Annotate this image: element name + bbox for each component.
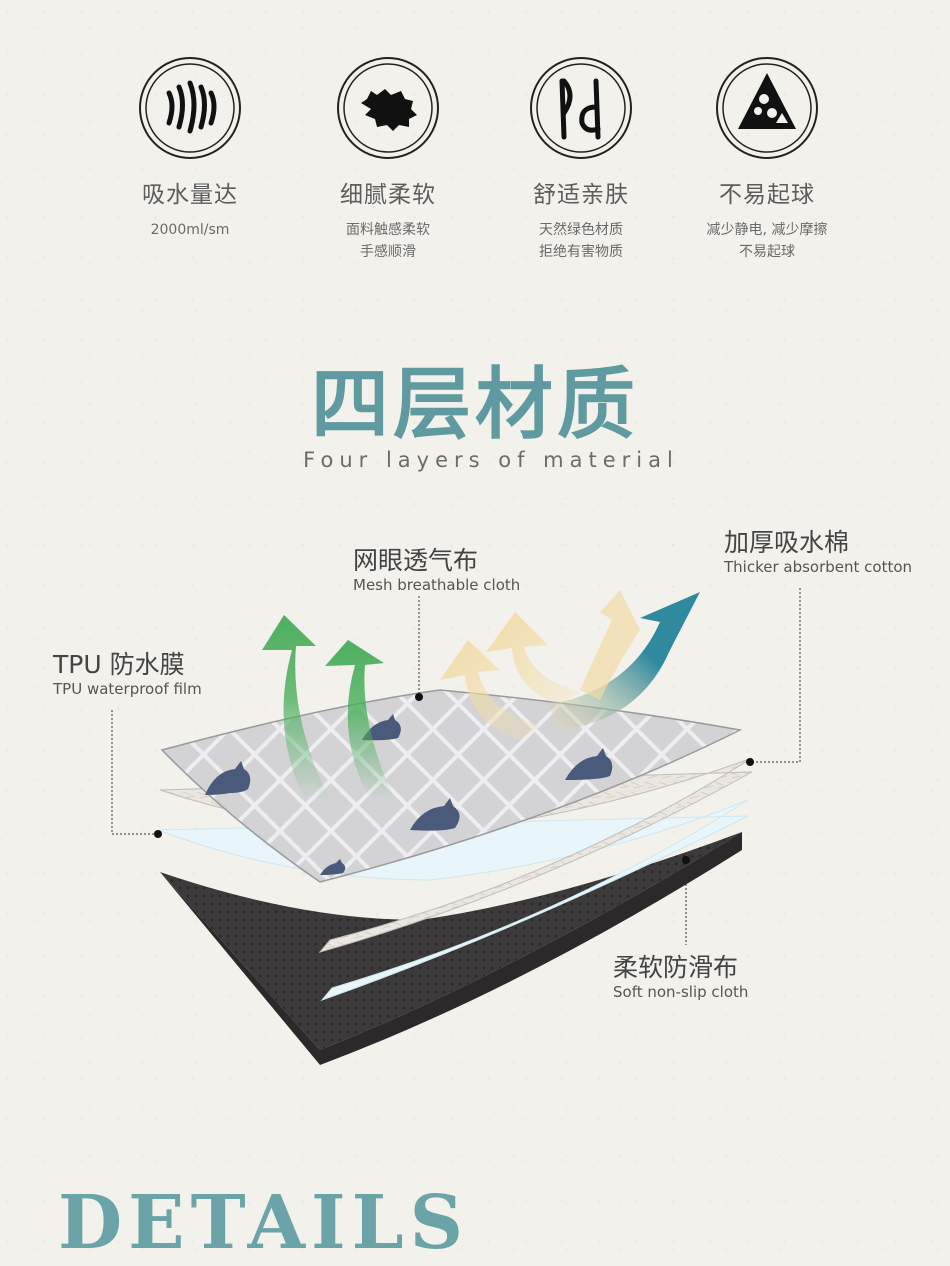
leader-tpu [111, 710, 158, 835]
green-arrow-left [262, 615, 330, 800]
dot-mesh [415, 693, 423, 701]
label-mesh: 网眼透气布 Mesh breathable cloth [353, 546, 520, 594]
fur-icon [335, 55, 441, 161]
feature-title: 不易起球 [719, 182, 815, 208]
dot-nonslip [682, 856, 690, 864]
feature-desc: 2000ml/sm [95, 219, 285, 241]
label-tpu: TPU 防水膜 TPU waterproof film [53, 650, 202, 698]
feature-desc-line: 天然绿色材质 [539, 222, 623, 238]
label-nonslip: 柔软防滑布 Soft non-slip cloth [613, 953, 748, 1001]
label-mesh-zh: 网眼透气布 [353, 546, 479, 575]
triangle-pill-icon [714, 55, 820, 161]
leader-cotton [750, 588, 801, 763]
section-subtitle: Four layers of material [303, 448, 679, 472]
feature-desc-line: 手感顺滑 [360, 244, 416, 260]
dot-cotton [746, 758, 754, 766]
feature-desc: 减少静电, 减少摩擦 不易起球 [672, 219, 862, 263]
feature-row: 吸水量达 2000ml/sm 细腻柔软 面料触感柔软 手感顺滑 [0, 55, 950, 275]
label-tpu-en: TPU waterproof film [53, 680, 202, 698]
feature-skin-friendly: 舒适亲肤 天然绿色材质 拒绝有害物质 [486, 55, 676, 263]
details-title: DETAILS [58, 1180, 470, 1266]
wave-lines-icon [137, 55, 243, 161]
dot-tpu [154, 830, 162, 838]
section-title: 四层材质 [310, 360, 639, 450]
mesh-layer [160, 689, 743, 883]
label-nonslip-en: Soft non-slip cloth [613, 983, 749, 1001]
feature-softness: 细腻柔软 面料触感柔软 手感顺滑 [293, 55, 483, 263]
feature-desc-line: 2000ml/sm [150, 222, 230, 238]
layer-illustration [111, 588, 801, 1065]
label-cotton: 加厚吸水棉 Thicker absorbent cotton [724, 528, 912, 576]
layer-diagram: 网眼透气布 Mesh breathable cloth 加厚吸水棉 Thicke… [0, 500, 950, 1080]
green-arrow-right [325, 640, 395, 800]
feature-desc-line: 减少静电, 减少摩擦 [706, 222, 828, 238]
label-cotton-zh: 加厚吸水棉 [724, 528, 850, 557]
feature-desc: 面料触感柔软 手感顺滑 [293, 219, 483, 263]
feature-anti-pilling: 不易起球 减少静电, 减少摩擦 不易起球 [672, 55, 862, 263]
label-cotton-en: Thicker absorbent cotton [724, 558, 913, 576]
feature-absorbency: 吸水量达 2000ml/sm [95, 55, 285, 241]
feature-desc-line: 不易起球 [739, 244, 795, 260]
feature-desc: 天然绿色材质 拒绝有害物质 [486, 219, 676, 263]
yellow-arrow-right [486, 612, 580, 705]
label-mesh-en: Mesh breathable cloth [353, 576, 521, 594]
blue-arrow-back [580, 590, 640, 700]
yellow-arrow-left [440, 640, 540, 740]
blue-arrow [548, 592, 700, 730]
label-nonslip-zh: 柔软防滑布 [613, 953, 739, 982]
feature-title: 吸水量达 [142, 182, 238, 208]
label-tpu-zh: TPU 防水膜 [53, 650, 185, 679]
feature-desc-line: 面料触感柔软 [346, 222, 430, 238]
feature-desc-line: 拒绝有害物质 [539, 244, 623, 260]
feature-title: 舒适亲肤 [533, 182, 629, 208]
leaf-icon [528, 55, 634, 161]
feature-title: 细腻柔软 [340, 182, 436, 208]
pet-pattern [205, 714, 613, 875]
